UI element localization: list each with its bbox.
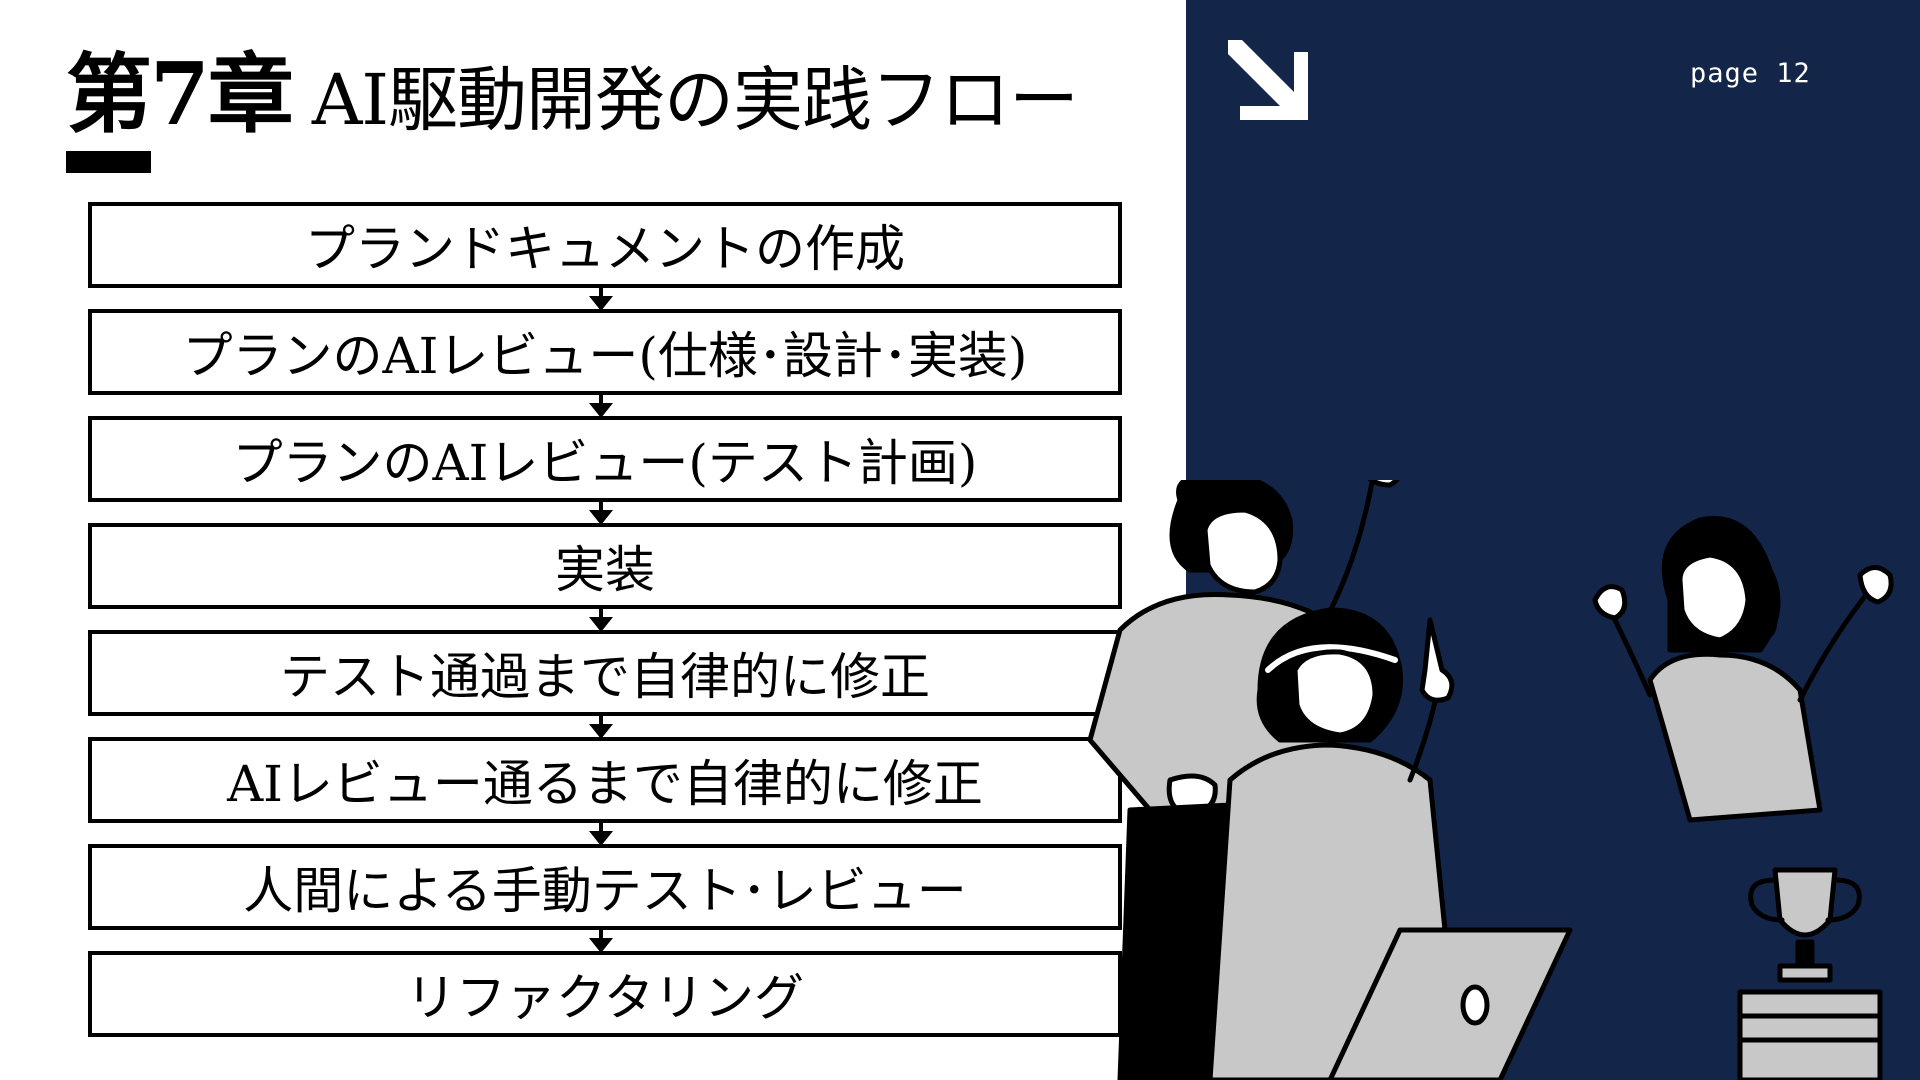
flow-step-2: プランのAIレビュー(仕様･設計･実装): [88, 309, 1122, 395]
arrow-down-icon: [589, 284, 613, 311]
arrow-down-icon: [589, 926, 613, 953]
title-underline-bar: [66, 151, 151, 173]
flow-step-5: テスト通過まで自律的に修正: [88, 630, 1122, 716]
chapter-label: 第7章: [66, 44, 294, 145]
flow-step-6: AIレビュー通るまで自律的に修正: [88, 737, 1122, 823]
arrow-down-icon: [589, 391, 613, 418]
flow-step-8: リファクタリング: [88, 951, 1122, 1037]
title-text: AI駆動開発の実践フロー: [311, 59, 1079, 141]
flow-step-4: 実装: [88, 523, 1122, 609]
team-celebration-illustration: [1087, 480, 1894, 1080]
arrow-down-icon: [589, 498, 613, 525]
arrow-down-icon: [589, 712, 613, 739]
page-number: page 12: [1690, 58, 1811, 89]
flow-step-1: プランドキュメントの作成: [88, 202, 1122, 288]
arrow-down-icon: [589, 819, 613, 846]
arrow-down-icon: [589, 605, 613, 632]
page-title: 第7章 AI駆動開発の実践フロー: [66, 24, 1079, 145]
flow-step-7: 人間による手動テスト･レビュー: [88, 844, 1122, 930]
flow-step-3: プランのAIレビュー(テスト計画): [88, 416, 1122, 502]
arrow-down-right-icon: [1228, 40, 1308, 120]
